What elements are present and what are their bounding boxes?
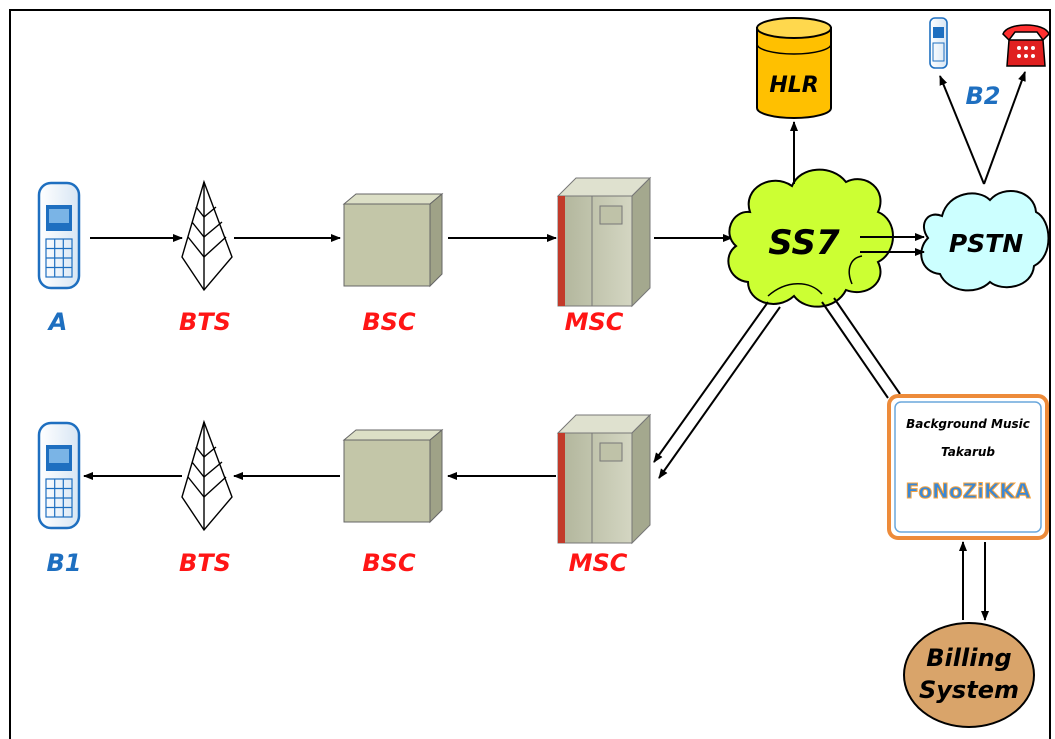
ss7-service-link — [821, 297, 901, 399]
diagram-frame — [9, 9, 1051, 739]
msc-bottom-label: MSC — [569, 549, 628, 577]
ss7-cloud — [727, 168, 894, 308]
ss7-msc-bottom-arrows — [653, 301, 781, 479]
bsc-bottom-label: BSC — [362, 549, 416, 577]
hlr-label: HLR — [769, 73, 818, 98]
bts-bottom-label: BTS — [179, 549, 231, 577]
msc-top-icon — [556, 176, 652, 308]
b2-label: B2 — [966, 82, 1001, 110]
fonozikka-logo: FoNoZiKKA — [906, 479, 1031, 503]
bts-top-label: BTS — [179, 308, 231, 336]
background-music-service-box — [887, 394, 1049, 540]
bsc-top-icon — [342, 192, 444, 288]
bsc-bottom-icon — [342, 428, 444, 524]
mobile-phone-b2-icon — [929, 17, 948, 69]
hlr-database-icon — [756, 17, 832, 119]
bts-bottom-icon — [181, 419, 233, 532]
phone-a-label: A — [47, 308, 68, 336]
pstn-label: PSTN — [949, 229, 1023, 258]
bts-top-icon — [181, 179, 233, 292]
phone-b1-icon — [37, 421, 81, 530]
bsc-top-label: BSC — [362, 308, 416, 336]
desk-phone-icon — [1002, 24, 1050, 67]
pstn-b2-arrows — [939, 71, 1026, 185]
billing-label-line2: System — [919, 676, 1019, 704]
msc-bottom-icon — [556, 413, 652, 545]
billing-label-line1: Billing — [926, 644, 1011, 672]
service-billing-arrows — [959, 541, 989, 621]
ss7-pstn-arrows — [860, 233, 925, 256]
billing-system-node — [903, 622, 1035, 728]
phone-a-icon — [37, 181, 81, 290]
ss7-label: SS7 — [768, 223, 840, 263]
msc-top-label: MSC — [565, 308, 624, 336]
phone-b1-label: B1 — [47, 549, 82, 577]
pstn-cloud — [920, 190, 1050, 292]
service-line2: Takarub — [941, 445, 995, 459]
service-line1: Background Music — [906, 417, 1030, 431]
